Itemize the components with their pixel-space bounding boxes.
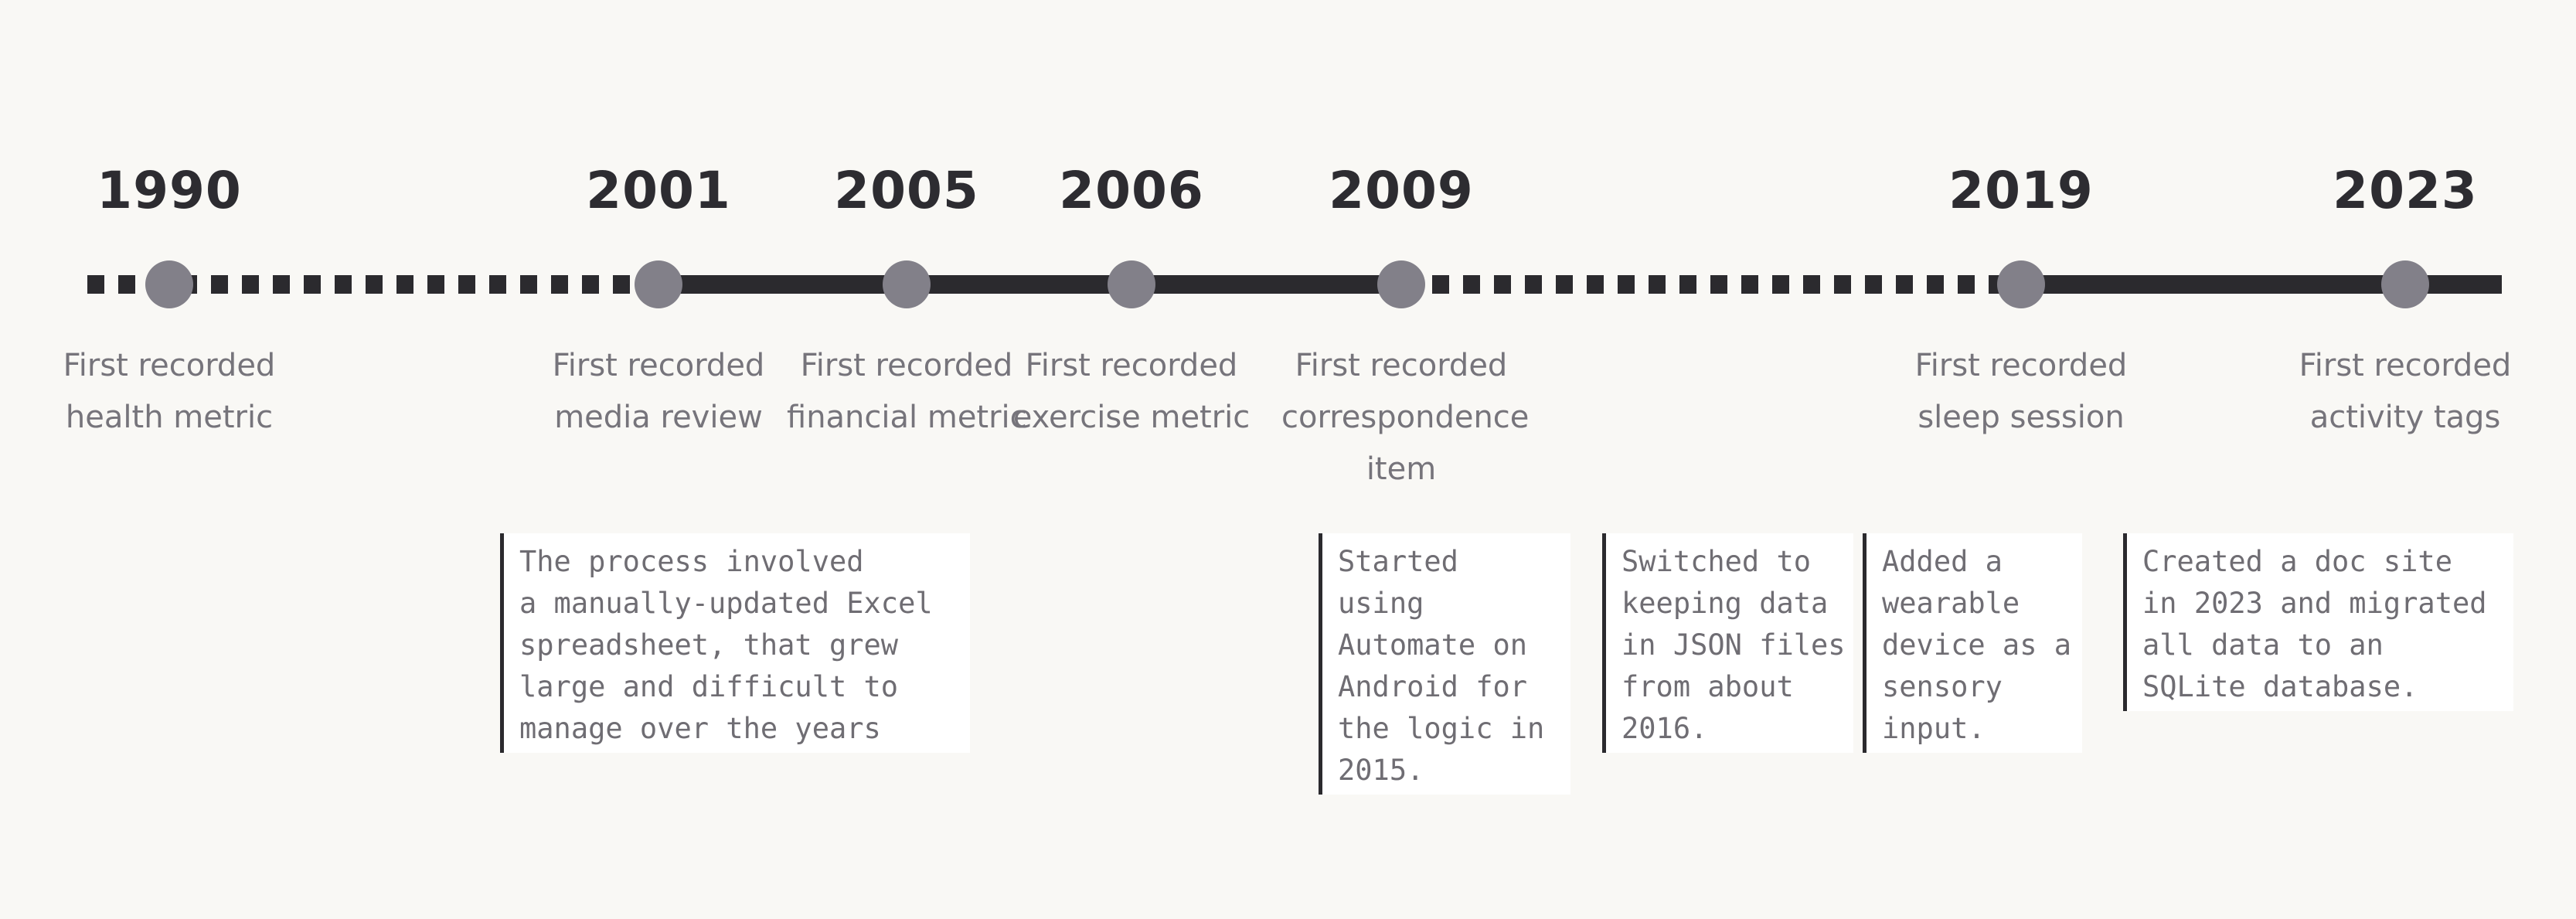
event-year: 2005	[834, 161, 979, 220]
event-year: 1990	[97, 161, 242, 220]
timeline-note: Started using Automate on Android for th…	[1319, 533, 1570, 795]
timeline-note: Switched to keeping data in JSON files f…	[1602, 533, 1853, 753]
event-caption: First recorded media review	[552, 348, 765, 435]
timeline-axis-dotted-segment	[1401, 275, 2021, 294]
event-caption: First recorded financial metric	[787, 348, 1027, 435]
timeline-note: The process involved a manually-updated …	[500, 533, 970, 753]
event-node	[635, 260, 682, 308]
event-year: 2009	[1329, 161, 1474, 220]
event-node	[145, 260, 193, 308]
event-caption: First recorded exercise metric	[1012, 348, 1251, 435]
event-caption: First recorded activity tags	[2299, 348, 2512, 435]
event-node	[1108, 260, 1155, 308]
event-node	[2381, 260, 2429, 308]
timeline-axis-solid-segment	[658, 275, 1401, 294]
event-year: 2001	[586, 161, 731, 220]
timeline-note: Added a wearable device as a sensory inp…	[1863, 533, 2082, 753]
event-node	[883, 260, 931, 308]
timeline-axis-solid-segment	[2021, 275, 2502, 294]
event-node	[1997, 260, 2045, 308]
timeline-note: Created a doc site in 2023 and migrated …	[2123, 533, 2513, 711]
event-year: 2006	[1059, 161, 1204, 220]
event-year: 2019	[1948, 161, 2094, 220]
event-caption: First recorded correspondence item	[1281, 348, 1530, 487]
event-year: 2023	[2333, 161, 2478, 220]
event-caption: First recorded sleep session	[1914, 348, 2128, 435]
event-node	[1377, 260, 1425, 308]
event-caption: First recorded health metric	[63, 348, 276, 435]
